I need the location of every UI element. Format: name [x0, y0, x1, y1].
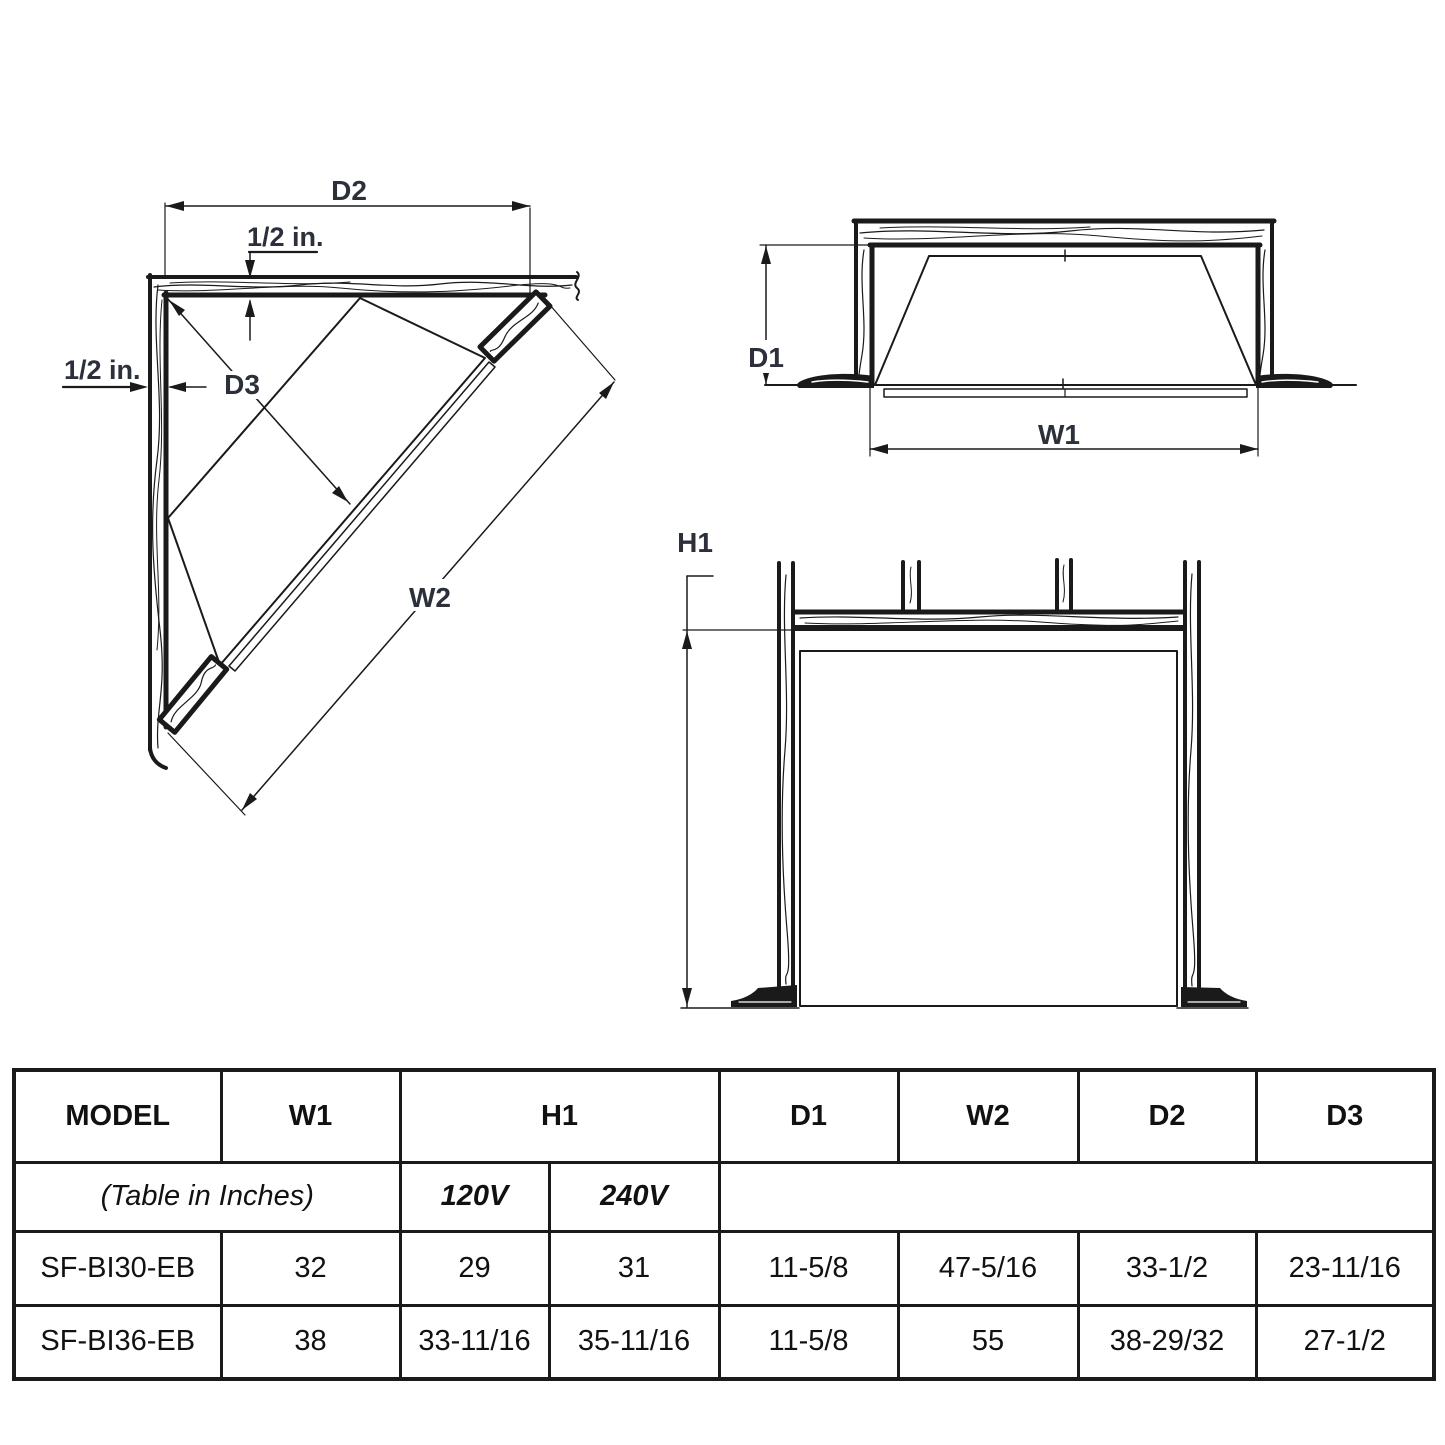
- top-corner-cleat: [477, 289, 553, 364]
- appliance-plan-outline: [874, 255, 1257, 386]
- col-header-d3: D3: [1254, 1068, 1436, 1164]
- dimension-spec-table: MODEL W1 H1 D1 W2 D2 D3 (Table in Inches…: [12, 1068, 1437, 1381]
- w2-value: 55: [896, 1303, 1080, 1381]
- wood-grain: [170, 664, 216, 723]
- col-header-w1: W1: [219, 1068, 402, 1164]
- arrowhead-up-icon: [245, 299, 255, 317]
- table-row: SF-BI30-EB 32 29 31 11-5/8 47-5/16 33-1/…: [12, 1229, 1436, 1307]
- wood-grain: [859, 227, 1265, 235]
- empty-cell: [717, 1160, 1436, 1233]
- w2-label-bg: [404, 579, 456, 611]
- w1-value: 38: [219, 1303, 402, 1381]
- arrowhead-up-icon: [761, 246, 771, 264]
- corner-view: D2 1/2 in. 1/2 in. D3 W2: [61, 175, 616, 816]
- front-view: H1: [677, 527, 1249, 1009]
- h1-dimension: [682, 575, 1181, 1008]
- arrowhead-down-icon: [245, 260, 255, 278]
- wood-grain: [863, 233, 1263, 242]
- arrowhead-left-icon: [870, 444, 888, 454]
- wood-grain: [879, 226, 1091, 230]
- d1-label-bg: [746, 340, 787, 373]
- w1-label: W1: [1038, 419, 1080, 450]
- w2-label: W2: [409, 582, 451, 613]
- wood-grain: [489, 302, 539, 352]
- arrowhead-left-icon: [168, 382, 186, 392]
- d3-value: 23-11/16: [1254, 1229, 1436, 1307]
- wood-grain: [858, 249, 865, 384]
- d1-value: 11-5/8: [717, 1229, 900, 1307]
- col-header-h1: H1: [398, 1068, 721, 1164]
- d2-value: 38-29/32: [1076, 1303, 1258, 1381]
- d3-value: 27-1/2: [1254, 1303, 1436, 1381]
- wood-grain: [152, 284, 163, 749]
- side-wall-thickness-label: 1/2 in.: [64, 355, 141, 385]
- col-header-w2: W2: [896, 1068, 1080, 1164]
- model-name: SF-BI36-EB: [12, 1303, 223, 1381]
- side-wall-thickness-callout: [61, 382, 207, 392]
- voltage-120v: 120V: [398, 1160, 551, 1233]
- wood-grain: [1261, 379, 1319, 383]
- wood-grain: [153, 281, 573, 288]
- wood-grain: [811, 379, 869, 383]
- w1-dimension: [869, 387, 1259, 457]
- table-row: SF-BI36-EB 38 33-11/16 35-11/16 11-5/8 5…: [12, 1303, 1436, 1381]
- left-stud-foot: [731, 985, 797, 1007]
- arrowhead-right-icon: [130, 382, 148, 392]
- d3-dimension: [166, 297, 351, 505]
- h1-240v-value: 35-11/16: [547, 1303, 721, 1381]
- wood-grain: [157, 283, 571, 293]
- d2-label: D2: [331, 175, 367, 206]
- arrowhead-up-icon: [682, 631, 692, 649]
- arrowhead-downleft-icon: [242, 793, 257, 810]
- left-wall-foot-curl: [148, 746, 168, 770]
- wood-grain: [1187, 573, 1196, 987]
- d1-value: 11-5/8: [717, 1303, 900, 1381]
- table-subheader-row: (Table in Inches) 120V 240V: [12, 1160, 1436, 1233]
- d3-label: D3: [224, 369, 260, 400]
- wood-grain: [156, 299, 163, 651]
- h1-label: H1: [677, 527, 713, 558]
- voltage-240v: 240V: [547, 1160, 721, 1233]
- dimension-diagrams: D2 1/2 in. 1/2 in. D3 W2: [61, 175, 1357, 1009]
- wood-grain: [909, 566, 912, 604]
- h1-240v-value: 31: [547, 1229, 721, 1307]
- h1-120v-value: 33-11/16: [398, 1303, 551, 1381]
- table-header-row: MODEL W1 H1 D1 W2 D2 D3: [12, 1068, 1436, 1164]
- left-flange: [797, 373, 874, 388]
- arrowhead-right-icon: [1240, 444, 1258, 454]
- wood-grain: [781, 574, 790, 985]
- wood-grain: [804, 619, 1179, 626]
- right-stud-foot: [1181, 987, 1247, 1007]
- w2-value: 47-5/16: [896, 1229, 1080, 1307]
- d3-label-bg: [223, 371, 261, 399]
- col-header-model: MODEL: [12, 1068, 223, 1164]
- wood-grain: [1259, 249, 1266, 384]
- arrowhead-left-icon: [166, 201, 184, 211]
- wood-grain: [1062, 564, 1065, 603]
- appliance-front-panel: [228, 361, 496, 672]
- plan-view: D1 W1: [746, 218, 1357, 457]
- col-header-d1: D1: [717, 1068, 900, 1164]
- framed-opening: [799, 650, 1178, 1007]
- d2-value: 33-1/2: [1076, 1229, 1258, 1307]
- top-wall-thickness-callout: [245, 250, 319, 341]
- w1-value: 32: [219, 1229, 402, 1307]
- col-header-d2: D2: [1076, 1068, 1258, 1164]
- arrowhead-upright-icon: [599, 382, 614, 399]
- arrowhead-upleft-icon: [169, 300, 185, 316]
- top-wall-break: [574, 271, 580, 301]
- d2-dimension: [164, 201, 531, 294]
- wood-grain: [799, 614, 1179, 620]
- units-note: (Table in Inches): [12, 1160, 402, 1233]
- d1-dimension: [746, 244, 869, 386]
- d1-label: D1: [748, 342, 784, 373]
- top-wall-thickness-label: 1/2 in.: [247, 222, 324, 252]
- wood-grain: [169, 281, 351, 285]
- bottom-corner-cleat: [156, 654, 230, 735]
- arrowhead-down-icon: [682, 988, 692, 1006]
- h1-120v-value: 29: [398, 1229, 551, 1307]
- model-name: SF-BI30-EB: [12, 1229, 223, 1307]
- arrowhead-downright-icon: [332, 486, 348, 502]
- arrowhead-right-icon: [512, 201, 530, 211]
